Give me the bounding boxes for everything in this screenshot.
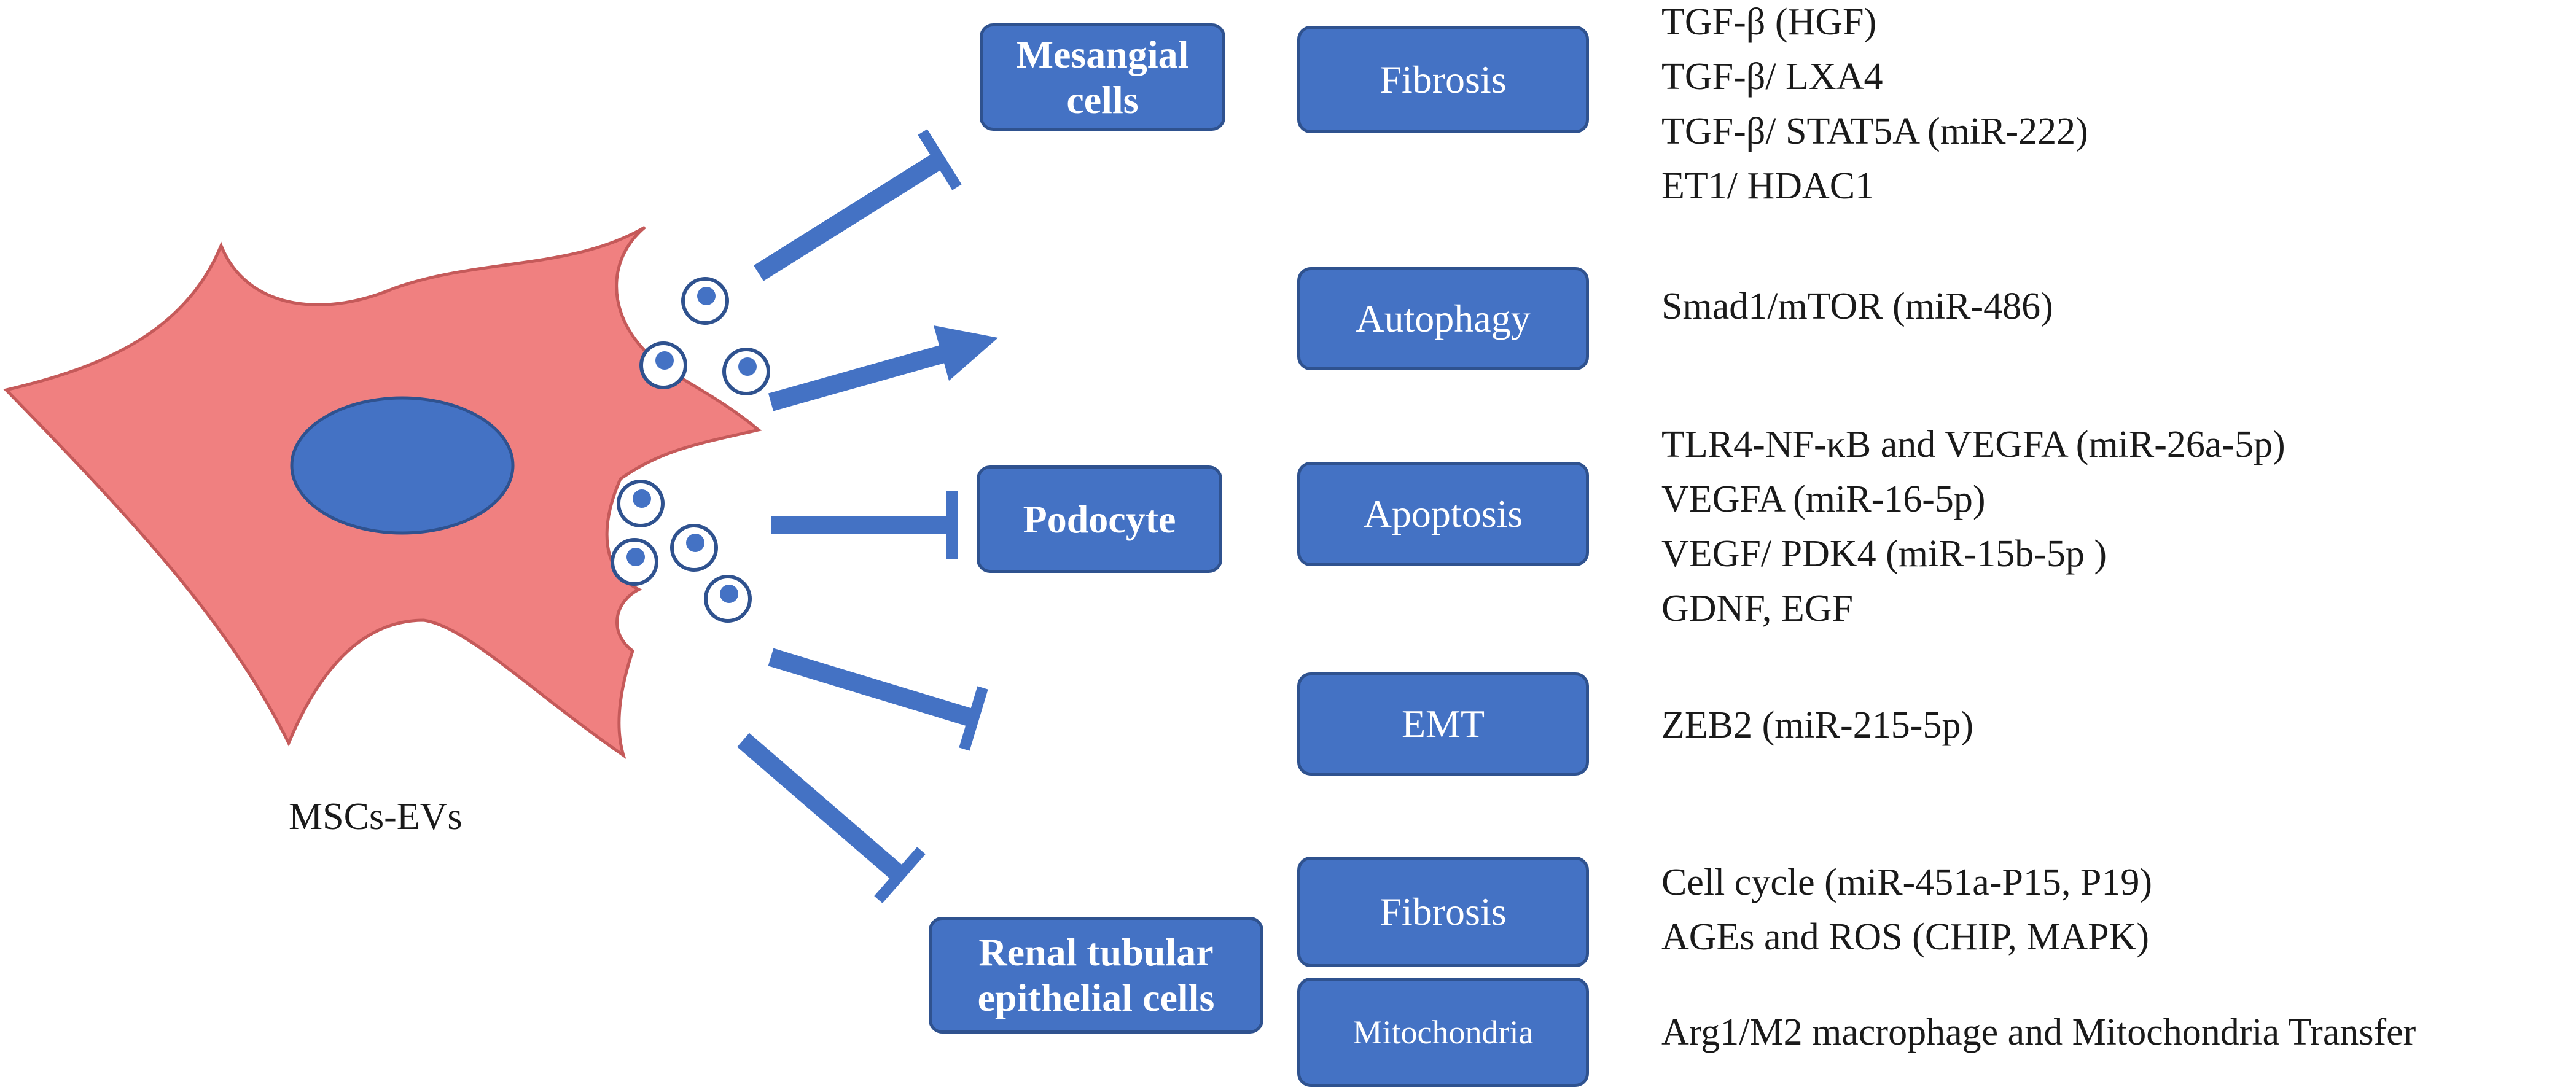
fibrosis-top-box: Fibrosis — [1297, 26, 1589, 133]
fibrosis-bottom-mechanisms: Cell cycle (miR-451a-P15, P19) AGEs and … — [1661, 855, 2152, 965]
fibrosis-top-mechanisms: TGF-β (HGF) TGF-β/ LXA4 TGF-β/ STAT5A (m… — [1661, 0, 2088, 214]
fibrosis-bottom-label: Fibrosis — [1380, 890, 1507, 933]
inhibit-arrow-podocyte — [771, 491, 958, 559]
mechanism-line: TLR4-NF-κB and VEGFA (miR-26a-5p) — [1661, 424, 2285, 465]
mechanism-line: ZEB2 (miR-215-5p) — [1661, 704, 1973, 746]
emt-label: EMT — [1401, 702, 1485, 745]
apoptosis-label: Apoptosis — [1363, 492, 1523, 535]
mechanism-line: VEGFA (miR-16-5p) — [1661, 478, 1986, 520]
cell-nucleus — [290, 396, 515, 535]
mechanism-line: Smad1/mTOR (miR-486) — [1661, 286, 2053, 327]
apoptosis-box: Apoptosis — [1297, 462, 1589, 566]
inhibit-arrow-mesangial — [754, 129, 962, 281]
mechanism-line: TGF-β/ STAT5A (miR-222) — [1661, 111, 2088, 152]
fibrosis-top-label: Fibrosis — [1380, 57, 1507, 101]
mitochondria-mechanisms: Arg1/M2 macrophage and Mitochondria Tran… — [1661, 1005, 2416, 1060]
inhibit-arrow-tubular — [737, 733, 926, 903]
mechanism-line: AGEs and ROS (CHIP, MAPK) — [1661, 916, 2150, 958]
apoptosis-mechanisms: TLR4-NF-κB and VEGFA (miR-26a-5p) VEGFA … — [1661, 418, 2285, 636]
mesangial-cells-box: Mesangial cells — [980, 23, 1225, 131]
mechanism-line: Arg1/M2 macrophage and Mitochondria Tran… — [1661, 1011, 2416, 1053]
mechanism-line: TGF-β (HGF) — [1661, 1, 1877, 43]
mitochondria-box: Mitochondria — [1297, 978, 1589, 1087]
mechanism-line: VEGF/ PDK4 (miR-15b-5p ) — [1661, 533, 2107, 575]
inhibit-arrow-emt — [768, 648, 988, 751]
renal-tubular-label: Renal tubular epithelial cells — [977, 930, 1215, 1019]
mechanism-line: Cell cycle (miR-451a-P15, P19) — [1661, 862, 2152, 903]
podocyte-label: Podocyte — [1023, 497, 1176, 541]
mechanism-line: GDNF, EGF — [1661, 588, 1853, 629]
activate-arrow-autophagy — [768, 325, 998, 411]
autophagy-label: Autophagy — [1356, 297, 1531, 340]
autophagy-mechanisms: Smad1/mTOR (miR-486) — [1661, 279, 2053, 334]
mechanism-line: ET1/ HDAC1 — [1661, 165, 1875, 207]
podocyte-box: Podocyte — [977, 465, 1222, 573]
fibrosis-bottom-box: Fibrosis — [1297, 857, 1589, 967]
msc-evs-label: MSCs-EVs — [289, 796, 463, 838]
mitochondria-label: Mitochondria — [1352, 1014, 1534, 1051]
emt-box: EMT — [1297, 672, 1589, 776]
renal-tubular-box: Renal tubular epithelial cells — [929, 917, 1263, 1034]
mechanism-line: TGF-β/ LXA4 — [1661, 56, 1883, 98]
vesicle-cores — [626, 287, 757, 603]
autophagy-box: Autophagy — [1297, 267, 1589, 370]
emt-mechanisms: ZEB2 (miR-215-5p) — [1661, 698, 1973, 753]
mesangial-cells-label: Mesangial cells — [1016, 32, 1189, 122]
